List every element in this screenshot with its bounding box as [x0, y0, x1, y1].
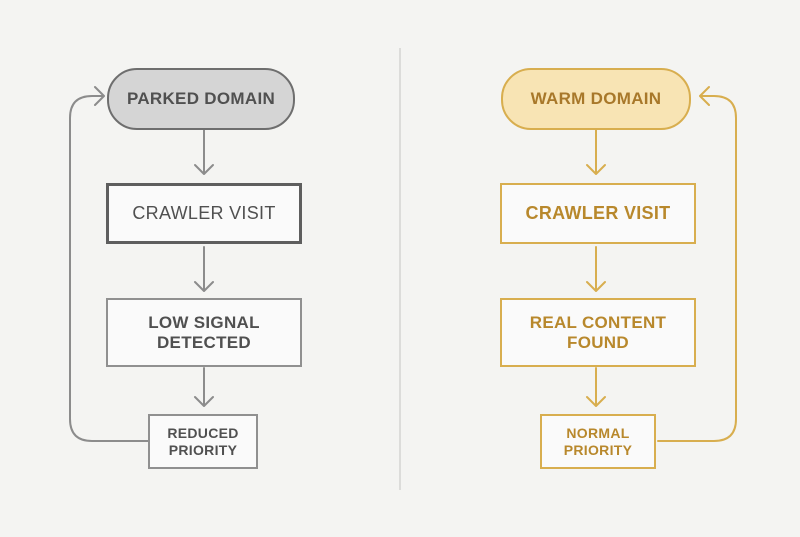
left-arrow-2: [194, 246, 214, 292]
low-signal-node: LOW SIGNAL DETECTED: [106, 298, 302, 367]
right-arrow-2: [586, 246, 606, 292]
reduced-priority-label: REDUCED PRIORITY: [167, 425, 239, 458]
parked-domain-label: PARKED DOMAIN: [126, 89, 276, 109]
right-crawler-visit-node: CRAWLER VISIT: [500, 183, 696, 244]
column-divider: [399, 48, 401, 490]
normal-priority-node: NORMAL PRIORITY: [540, 414, 656, 469]
left-crawler-visit-label: CRAWLER VISIT: [132, 203, 276, 224]
warm-domain-label: WARM DOMAIN: [530, 89, 662, 109]
left-arrow-1: [194, 129, 214, 175]
low-signal-label: LOW SIGNAL DETECTED: [148, 312, 260, 352]
real-content-node: REAL CONTENT FOUND: [500, 298, 696, 367]
normal-priority-label: NORMAL PRIORITY: [563, 425, 633, 458]
real-content-label: REAL CONTENT FOUND: [529, 312, 667, 352]
left-loop-arrow: [69, 86, 149, 442]
warm-domain-node: WARM DOMAIN: [501, 68, 691, 130]
right-loop-arrow: [657, 86, 737, 442]
right-arrow-3: [586, 367, 606, 407]
right-arrows: [586, 86, 737, 442]
right-arrow-1: [586, 129, 606, 175]
parked-domain-node: PARKED DOMAIN: [107, 68, 295, 130]
left-crawler-visit-node: CRAWLER VISIT: [106, 183, 302, 244]
right-crawler-visit-label: CRAWLER VISIT: [525, 203, 671, 224]
left-arrow-3: [194, 367, 214, 407]
left-arrows: [69, 86, 214, 442]
reduced-priority-node: REDUCED PRIORITY: [148, 414, 258, 469]
